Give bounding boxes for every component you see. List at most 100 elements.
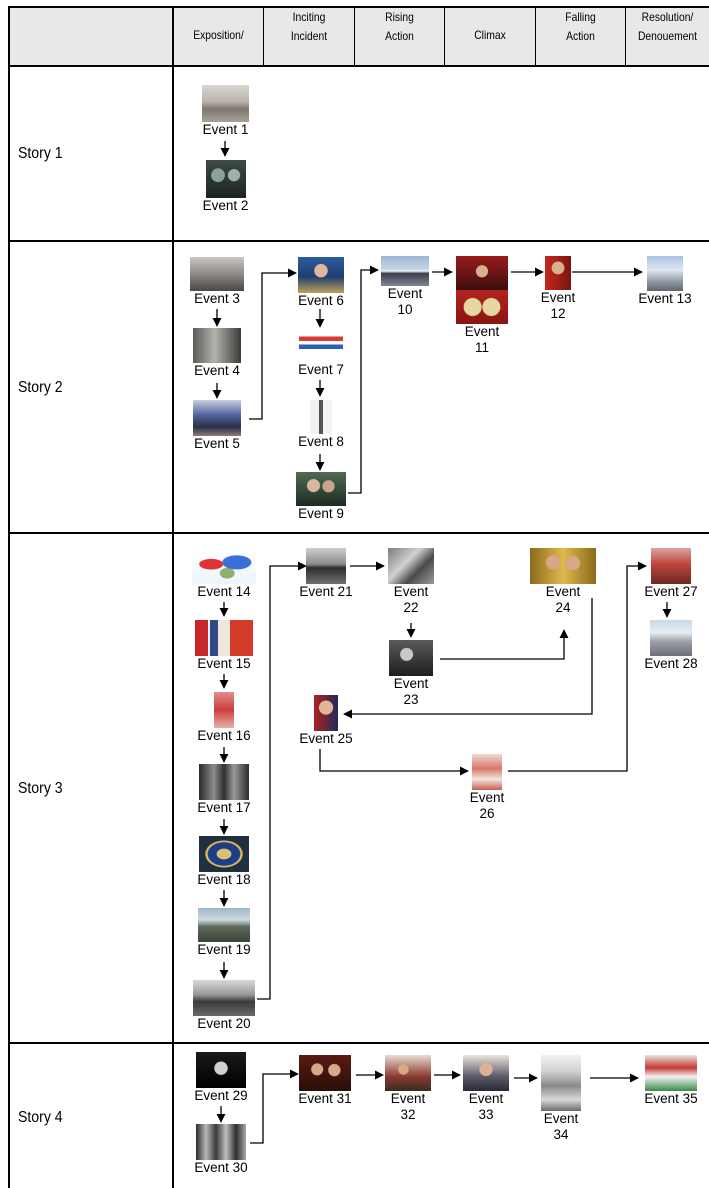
event-photo bbox=[214, 692, 234, 728]
event-label: Event 35 bbox=[644, 1091, 698, 1106]
event-label: Event 16 bbox=[197, 728, 251, 743]
event-label: Event 23 bbox=[393, 676, 429, 707]
event-photo bbox=[645, 1055, 697, 1091]
event-photo bbox=[541, 1055, 581, 1111]
event-label: Event 24 bbox=[545, 584, 581, 615]
event-label: Event 3 bbox=[194, 291, 240, 306]
header-exposition: Exposition/ bbox=[180, 26, 257, 45]
event-label: Event 12 bbox=[540, 290, 576, 321]
grid-line bbox=[8, 6, 709, 8]
event-node: Event 20 bbox=[188, 980, 260, 1032]
event-photo bbox=[198, 908, 250, 942]
header-text: Action bbox=[385, 29, 414, 43]
event-label: Event 15 bbox=[197, 656, 251, 671]
grid-line bbox=[625, 6, 626, 66]
header-inciting-incident: Inciting Incident bbox=[270, 8, 347, 46]
event-node: Event 8 bbox=[288, 400, 354, 450]
story-label: Story 1 bbox=[18, 145, 63, 162]
event-label: Event 10 bbox=[387, 286, 423, 317]
event-label: Event 9 bbox=[298, 506, 344, 521]
header-text: Exposition/ bbox=[193, 28, 244, 42]
event-photo bbox=[192, 548, 256, 584]
header-rising-action: Rising Action bbox=[361, 8, 438, 46]
event-photo bbox=[196, 1124, 246, 1160]
event-photo bbox=[193, 400, 241, 436]
event-label: Event 18 bbox=[197, 872, 251, 887]
event-photo bbox=[299, 330, 343, 362]
grid-line bbox=[8, 240, 709, 242]
event-photo bbox=[310, 400, 332, 434]
event-photo bbox=[647, 256, 683, 291]
header-text: Resolution/ bbox=[641, 10, 694, 24]
event-label: Event 4 bbox=[194, 363, 240, 378]
event-photo bbox=[195, 620, 253, 656]
grid-line bbox=[8, 1042, 709, 1044]
event-photo bbox=[381, 256, 429, 286]
grid-line bbox=[8, 532, 709, 534]
grid-line bbox=[172, 6, 174, 1188]
event-label: Event 21 bbox=[299, 584, 353, 599]
header-text: Climax bbox=[474, 28, 506, 42]
event-node: Event 33 bbox=[458, 1055, 514, 1123]
event-photo bbox=[296, 472, 346, 506]
event-photo bbox=[456, 256, 508, 290]
event-node: Event 29 bbox=[186, 1052, 256, 1104]
event-node: Event 2 bbox=[188, 160, 263, 214]
header-falling-action: Falling Action bbox=[542, 8, 619, 46]
grid-line bbox=[354, 6, 355, 66]
event-photo bbox=[472, 754, 502, 790]
event-node: Event 23 bbox=[382, 640, 440, 708]
event-photo bbox=[456, 290, 508, 324]
event-node: Event 31 bbox=[290, 1055, 360, 1107]
grid-line bbox=[8, 6, 10, 1188]
event-node: Event 14 bbox=[188, 548, 260, 600]
event-photo bbox=[199, 836, 249, 872]
event-node: Event 17 bbox=[188, 764, 260, 816]
event-label: Event 33 bbox=[468, 1091, 504, 1122]
event-photo bbox=[388, 548, 434, 584]
event-node: Event 24 bbox=[530, 548, 596, 616]
event-label: Event 7 bbox=[298, 362, 344, 377]
event-photo bbox=[196, 1052, 246, 1088]
event-node: Event 28 bbox=[636, 620, 706, 672]
event-label: Event 17 bbox=[197, 800, 251, 815]
header-text: Falling bbox=[565, 10, 596, 24]
event-node: Event 21 bbox=[290, 548, 362, 600]
event-label: Event 6 bbox=[298, 293, 344, 308]
event-photo bbox=[545, 256, 571, 290]
grid-line bbox=[263, 6, 264, 66]
event-node: Event 16 bbox=[188, 692, 260, 744]
event-node: Event 5 bbox=[184, 400, 250, 452]
event-label: Event 13 bbox=[638, 291, 692, 306]
event-label: Event 11 bbox=[464, 324, 500, 355]
event-photo bbox=[202, 85, 249, 122]
event-photo bbox=[389, 640, 433, 676]
event-label: Event 28 bbox=[644, 656, 698, 671]
event-label: Event 31 bbox=[298, 1091, 352, 1106]
story-label: Story 4 bbox=[18, 1109, 63, 1126]
event-node: Event 7 bbox=[288, 330, 354, 378]
event-node: Event 1 bbox=[188, 85, 263, 138]
story-label: Story 3 bbox=[18, 780, 63, 797]
event-node: Event 4 bbox=[184, 328, 250, 379]
header-text: Rising bbox=[385, 10, 414, 24]
event-node: Event 32 bbox=[380, 1055, 436, 1123]
event-photo bbox=[205, 160, 246, 198]
event-node: Event 35 bbox=[636, 1055, 706, 1107]
event-photo bbox=[650, 620, 692, 656]
event-node: Event 10 bbox=[374, 256, 436, 318]
event-photo bbox=[299, 1055, 351, 1091]
event-label: Event 5 bbox=[194, 436, 240, 451]
header-text: Inciting bbox=[292, 10, 326, 24]
header-text: Denouement bbox=[637, 29, 698, 43]
event-photo bbox=[199, 764, 249, 800]
event-node: Event 13 bbox=[630, 256, 700, 307]
header-text: Action bbox=[566, 29, 595, 43]
event-node: Event 26 bbox=[462, 754, 512, 822]
event-label: Event 27 bbox=[644, 584, 698, 599]
grid-line bbox=[535, 6, 536, 66]
event-label: Event 30 bbox=[194, 1160, 248, 1175]
event-label: Event 8 bbox=[298, 434, 344, 449]
event-node: Event 9 bbox=[288, 472, 354, 522]
event-photo bbox=[298, 257, 344, 293]
